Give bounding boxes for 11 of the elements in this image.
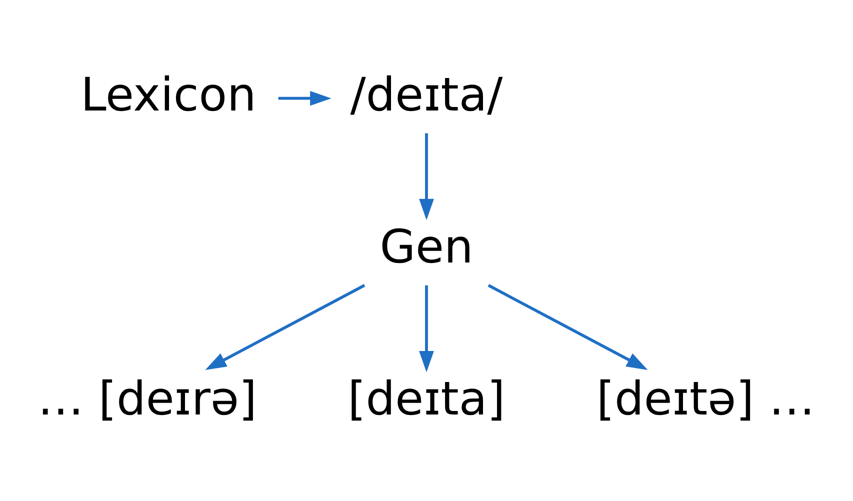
node-text: [deɪtə] … — [596, 372, 815, 426]
arrow — [278, 90, 332, 106]
node-text: Lexicon — [80, 67, 256, 122]
node-text: … [deɪrə] — [38, 372, 257, 426]
arrow — [419, 285, 434, 372]
arrow — [205, 284, 366, 370]
arrow — [419, 133, 434, 220]
arrow — [488, 284, 648, 370]
node-text: [deɪta] — [348, 372, 506, 426]
node-text: /deɪta/ — [350, 67, 503, 122]
node-text: Gen — [380, 219, 474, 274]
